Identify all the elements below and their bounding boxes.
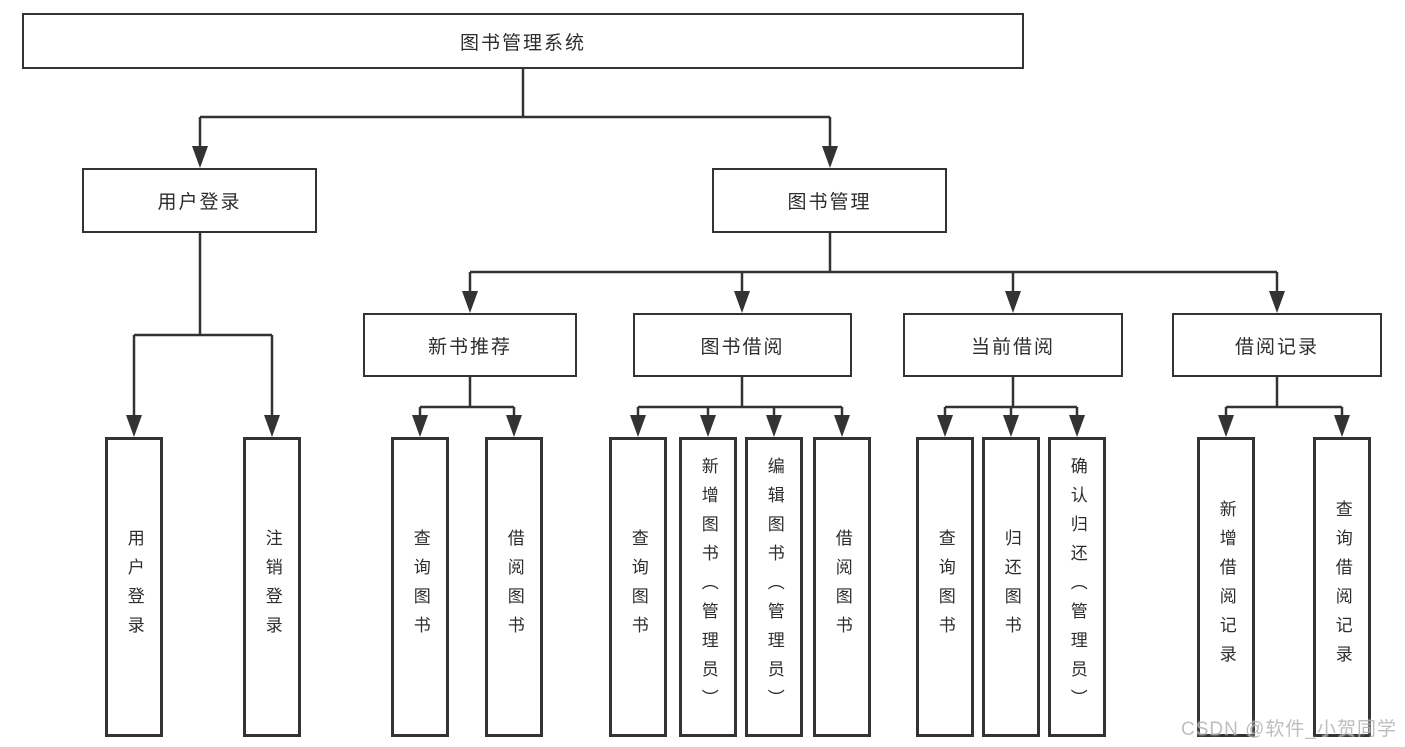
leaf-cb-confirm-return-admin: 确认归还（管理员）: [1048, 437, 1106, 737]
connector-lines: [132, 69, 1344, 420]
leaf-bb-query-books-label: 查询图书: [628, 529, 648, 645]
node-user-login: 用户登录: [82, 168, 317, 233]
leaf-bb-borrow-books-label: 借阅图书: [832, 529, 852, 645]
leaf-nbr-query-books-label: 查询图书: [410, 529, 430, 645]
leaf-bb-add-books-admin-label: 新增图书（管理员）: [698, 456, 718, 718]
leaf-nbr-borrow-books: 借阅图书: [485, 437, 543, 737]
leaf-bb-edit-books-admin-label: 编辑图书（管理员）: [764, 456, 784, 718]
leaf-bb-add-books-admin: 新增图书（管理员）: [679, 437, 737, 737]
leaf-bb-borrow-books: 借阅图书: [813, 437, 871, 737]
csdn-watermark: CSDN @软件_小贺同学: [1181, 719, 1397, 740]
node-book-borrowing: 图书借阅: [633, 313, 852, 377]
leaf-br-add-record-label: 新增借阅记录: [1216, 500, 1236, 674]
leaf-logout-label: 注销登录: [262, 529, 282, 645]
leaf-cb-query-books-label: 查询图书: [935, 529, 955, 645]
leaf-br-query-record-label: 查询借阅记录: [1332, 500, 1352, 674]
leaf-cb-confirm-return-admin-label: 确认归还（管理员）: [1067, 456, 1087, 718]
arrowheads: [126, 146, 1350, 437]
node-current-borrowing: 当前借阅: [903, 313, 1123, 377]
leaf-br-add-record: 新增借阅记录: [1197, 437, 1255, 737]
leaf-cb-return-books: 归还图书: [982, 437, 1040, 737]
leaf-cb-return-books-label: 归还图书: [1001, 529, 1021, 645]
node-borrowing-records: 借阅记录: [1172, 313, 1382, 377]
node-library-system: 图书管理系统: [22, 13, 1024, 69]
leaf-nbr-borrow-books-label: 借阅图书: [504, 529, 524, 645]
leaf-logout: 注销登录: [243, 437, 301, 737]
leaf-bb-query-books: 查询图书: [609, 437, 667, 737]
leaf-nbr-query-books: 查询图书: [391, 437, 449, 737]
leaf-bb-edit-books-admin: 编辑图书（管理员）: [745, 437, 803, 737]
leaf-user-login: 用户登录: [105, 437, 163, 737]
node-new-book-recommendation: 新书推荐: [363, 313, 577, 377]
leaf-user-login-label: 用户登录: [124, 529, 144, 645]
leaf-br-query-record: 查询借阅记录: [1313, 437, 1371, 737]
node-book-management: 图书管理: [712, 168, 947, 233]
leaf-cb-query-books: 查询图书: [916, 437, 974, 737]
